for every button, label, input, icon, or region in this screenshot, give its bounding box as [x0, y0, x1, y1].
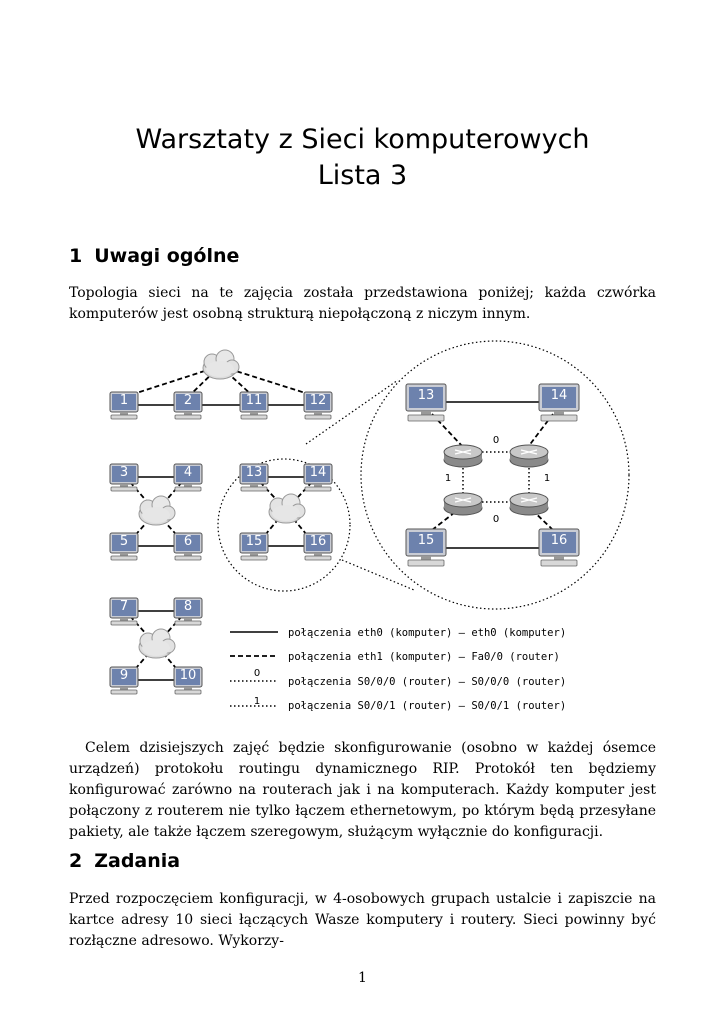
serial-label: 1	[445, 473, 451, 484]
computer-label: 14	[310, 465, 327, 480]
router-icon	[443, 492, 483, 516]
serial-label: 1	[544, 473, 550, 484]
section-number: 2	[69, 850, 83, 872]
legend-text: połączenia eth1 (komputer) – Fa0/0 (rout…	[288, 651, 560, 663]
legend-marker: 0	[254, 668, 260, 679]
section-heading-2: 2 Zadania	[69, 850, 180, 872]
router-icon	[509, 444, 549, 468]
group-1-2-11-12: 1 2 11 12	[109, 349, 333, 420]
group-7-8-9-10: 7 8 9 10	[109, 597, 203, 695]
cloud-icon	[202, 349, 240, 380]
serial-label: 0	[493, 514, 499, 525]
computer-label: 1	[120, 393, 128, 408]
group-3-4-5-6: 3 4 5 6	[109, 463, 203, 561]
computer-label: 8	[184, 599, 192, 614]
computer-label: 11	[246, 393, 263, 408]
section-number: 1	[69, 245, 83, 267]
title-line-2: Lista 3	[317, 160, 408, 191]
cloud-icon	[138, 495, 176, 526]
zoomed-group-detail: 0 0 1 1 13 14 15 16	[360, 340, 630, 610]
legend: połączenia eth0 (komputer) – eth0 (kompu…	[230, 627, 566, 712]
computer-label: 7	[120, 599, 128, 614]
computer-label: 10	[180, 668, 197, 683]
router-icon	[509, 492, 549, 516]
computer-label: 9	[120, 668, 128, 683]
computer-label: 3	[120, 465, 128, 480]
page-title: Warsztaty z Sieci komputerowych Lista 3	[0, 122, 725, 194]
computer-label: 15	[418, 533, 435, 548]
goal-paragraph: Celem dzisiejszych zajęć będzie skonfigu…	[69, 740, 656, 840]
computer-label: 14	[551, 388, 568, 403]
tasks-paragraph: Przed rozpoczęciem konfiguracji, w 4-oso…	[69, 891, 656, 949]
legend-text: połączenia S0/0/1 (router) – S0/0/1 (rou…	[288, 700, 566, 712]
section-heading-1: 1 Uwagi ogólne	[69, 245, 239, 267]
cloud-icon	[268, 493, 306, 524]
legend-marker: 1	[254, 696, 260, 707]
router-icon	[443, 444, 483, 468]
section-title: Zadania	[94, 850, 181, 872]
cloud-icon	[138, 628, 176, 659]
legend-text: połączenia S0/0/0 (router) – S0/0/0 (rou…	[288, 676, 566, 688]
computer-label: 16	[310, 534, 327, 549]
serial-label: 0	[493, 435, 499, 446]
computer-label: 6	[184, 534, 192, 549]
title-line-1: Warsztaty z Sieci komputerowych	[135, 124, 590, 155]
computer-label: 13	[418, 388, 435, 403]
computer-label: 5	[120, 534, 128, 549]
legend-text: połączenia eth0 (komputer) – eth0 (kompu…	[288, 627, 566, 639]
group-13-14-15-16: 13 14 15 16	[217, 379, 415, 592]
computer-label: 13	[246, 465, 263, 480]
computer-label: 4	[184, 465, 192, 480]
computer-label: 15	[246, 534, 263, 549]
section-title: Uwagi ogólne	[94, 245, 240, 267]
intro-paragraph: Topologia sieci na te zajęcia została pr…	[69, 285, 656, 322]
page-number: 1	[358, 970, 367, 986]
computer-label: 2	[184, 393, 192, 408]
computer-label: 16	[551, 533, 568, 548]
computer-label: 12	[310, 393, 327, 408]
